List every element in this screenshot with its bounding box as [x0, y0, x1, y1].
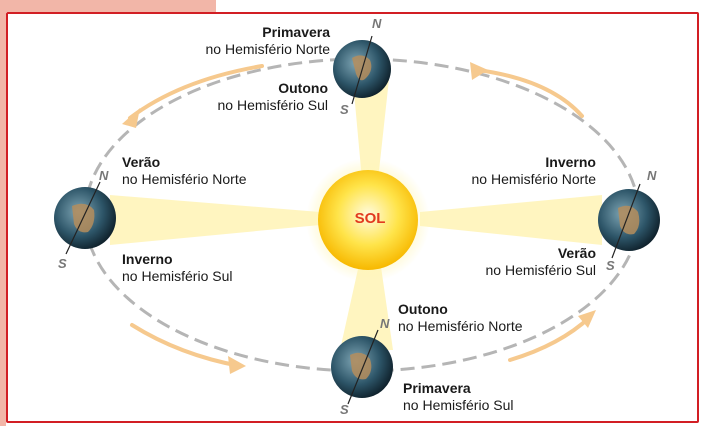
south-pole-label-right: S [606, 258, 615, 273]
earth-top [333, 35, 391, 105]
hemisphere-text: no Hemisfério Norte [205, 41, 331, 57]
season-title: Inverno [122, 251, 173, 267]
arrow-head-top-left [122, 108, 140, 128]
label-bottom-south: Primavera no Hemisfério Sul [403, 380, 514, 414]
season-title: Verão [557, 245, 596, 261]
hemisphere-text: no Hemisfério Norte [122, 171, 247, 187]
season-title: Verão [122, 154, 161, 170]
hemisphere-text: no Hemisfério Sul [217, 97, 329, 113]
arrow-top-left [128, 64, 264, 120]
hemisphere-text: no Hemisfério Sul [485, 262, 597, 278]
hemisphere-text: no Hemisfério Norte [398, 318, 523, 334]
diagram-border [6, 12, 699, 423]
label-right-south: Verão no Hemisfério Sul [420, 245, 597, 279]
arrow-heads [122, 62, 596, 374]
south-pole-label-bottom: S [340, 402, 349, 417]
earth-bottom [331, 329, 393, 405]
season-title: Outono [278, 80, 328, 96]
north-pole-label-right: N [647, 168, 657, 183]
label-left-north: Verão no Hemisfério Norte [122, 154, 247, 188]
arrow-head-top-right [470, 62, 488, 80]
label-top-south: Outono no Hemisfério Sul [150, 80, 329, 114]
left-margin-strip [0, 12, 6, 426]
earth-left [54, 181, 116, 255]
north-pole-label-bottom: N [380, 316, 390, 331]
hemisphere-text: no Hemisfério Sul [403, 397, 514, 413]
arrow-head-bottom-right [578, 310, 596, 328]
header-tab [0, 0, 216, 12]
light-beam-right [420, 195, 602, 245]
season-title: Outono [398, 301, 448, 317]
arrow-bottom-left [130, 323, 242, 368]
north-pole-label-top: N [372, 16, 382, 31]
arrow-top-right [476, 68, 584, 118]
hemisphere-text: no Hemisfério Norte [471, 171, 597, 187]
season-title: Primavera [403, 380, 471, 396]
south-pole-label-top: S [340, 102, 349, 117]
label-left-south: Inverno no Hemisfério Sul [122, 251, 233, 285]
season-title: Primavera [262, 24, 330, 40]
label-right-north: Inverno no Hemisfério Norte [420, 154, 597, 188]
south-pole-label-left: S [58, 256, 67, 271]
light-beam-left [110, 195, 320, 245]
north-pole-label-left: N [99, 168, 109, 183]
hemisphere-text: no Hemisfério Sul [122, 268, 233, 284]
label-top-north: Primavera no Hemisfério Norte [150, 24, 331, 58]
sun [318, 170, 418, 270]
arrow-head-bottom-left [228, 356, 246, 374]
earth-right [598, 183, 660, 259]
season-title: Inverno [545, 154, 596, 170]
light-beam-bottom [340, 260, 393, 350]
sun-label: SOL [354, 210, 386, 227]
label-bottom-north: Outono no Hemisfério Norte [398, 301, 523, 335]
